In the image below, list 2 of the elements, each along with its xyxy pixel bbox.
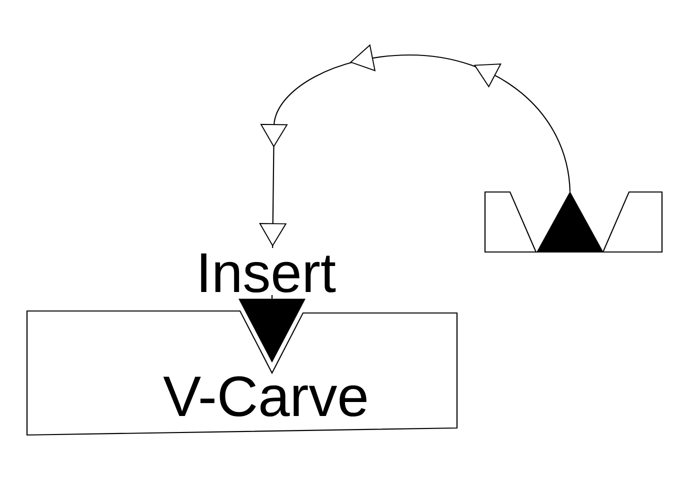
edge-label: Insert xyxy=(201,253,336,293)
notched-box: V-Carve xyxy=(26,310,458,436)
